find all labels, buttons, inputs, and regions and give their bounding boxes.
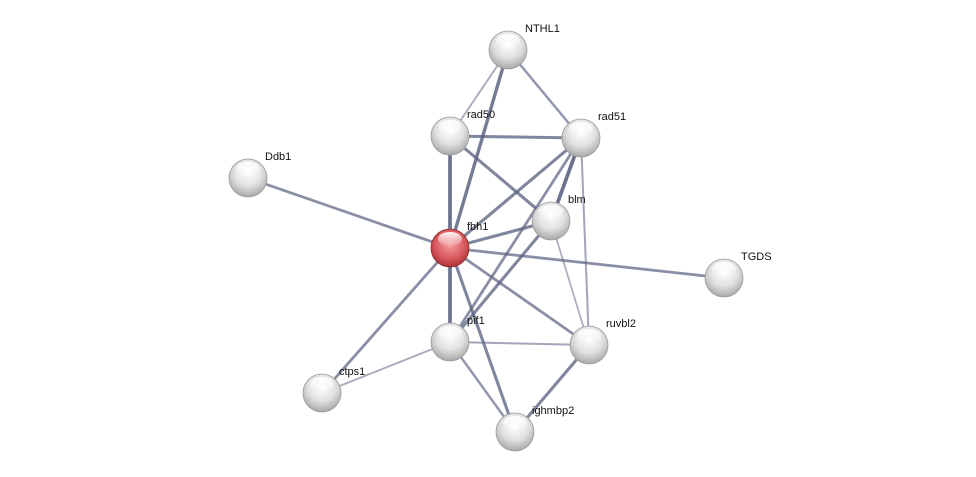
node-blm[interactable]: blm	[531, 194, 586, 241]
edge-pif1-ruvbl2[interactable]	[449, 341, 590, 346]
node-label: fbh1	[467, 221, 488, 233]
node-fbh1[interactable]: fbh1	[430, 221, 488, 268]
node-highlight	[712, 262, 736, 276]
node-rad51[interactable]: rad51	[561, 111, 626, 158]
node-label: Ddb1	[265, 151, 291, 163]
node-label: TGDS	[741, 251, 772, 263]
edge-fbh1-TGDS[interactable]	[449, 246, 725, 280]
edge-fbh1-ruvbl2[interactable]	[449, 246, 590, 347]
edge-fbh1-Ddb1[interactable]	[247, 176, 451, 250]
node-highlight	[503, 416, 527, 430]
node-pif1[interactable]: pif1	[430, 315, 485, 362]
edge-rad50-blm[interactable]	[449, 134, 552, 223]
node-highlight	[236, 162, 260, 176]
edge-rad50-rad51[interactable]	[449, 134, 582, 140]
node-ighmbp2[interactable]: ighmbp2	[495, 405, 574, 452]
node-NTHL1[interactable]: NTHL1	[488, 23, 560, 70]
node-rad50[interactable]: rad50	[430, 109, 495, 156]
edge-blm-pif1[interactable]	[448, 220, 553, 343]
node-label: ctps1	[339, 366, 365, 378]
node-Ddb1[interactable]: Ddb1	[228, 151, 291, 198]
node-label: blm	[568, 194, 586, 206]
node-label: rad50	[467, 109, 495, 121]
edge-blm-ruvbl2[interactable]	[550, 220, 590, 346]
edge-NTHL1-fbh1[interactable]	[448, 49, 510, 249]
node-highlight	[539, 205, 563, 219]
node-label: pif1	[467, 315, 485, 327]
edge-fbh1-ctps1[interactable]	[320, 247, 452, 394]
node-ctps1[interactable]: ctps1	[302, 366, 365, 413]
edge-rad51-pif1[interactable]	[448, 137, 583, 343]
node-TGDS[interactable]: TGDS	[704, 251, 772, 298]
edge-pif1-ctps1[interactable]	[321, 341, 451, 394]
node-label: ighmbp2	[532, 405, 574, 417]
node-label: NTHL1	[525, 23, 560, 35]
node-ruvbl2[interactable]: ruvbl2	[569, 318, 636, 365]
edge-rad51-fbh1[interactable]	[449, 136, 582, 250]
node-highlight	[496, 34, 520, 48]
node-highlight	[310, 377, 334, 391]
node-highlight	[438, 232, 462, 246]
node-highlight	[438, 326, 462, 340]
node-label: rad51	[598, 111, 626, 123]
edge-fbh1-ighmbp2[interactable]	[448, 247, 517, 433]
node-label: ruvbl2	[606, 318, 636, 330]
edge-rad51-ruvbl2[interactable]	[580, 137, 590, 346]
node-highlight	[438, 120, 462, 134]
node-highlight	[569, 122, 593, 136]
node-highlight	[577, 329, 601, 343]
